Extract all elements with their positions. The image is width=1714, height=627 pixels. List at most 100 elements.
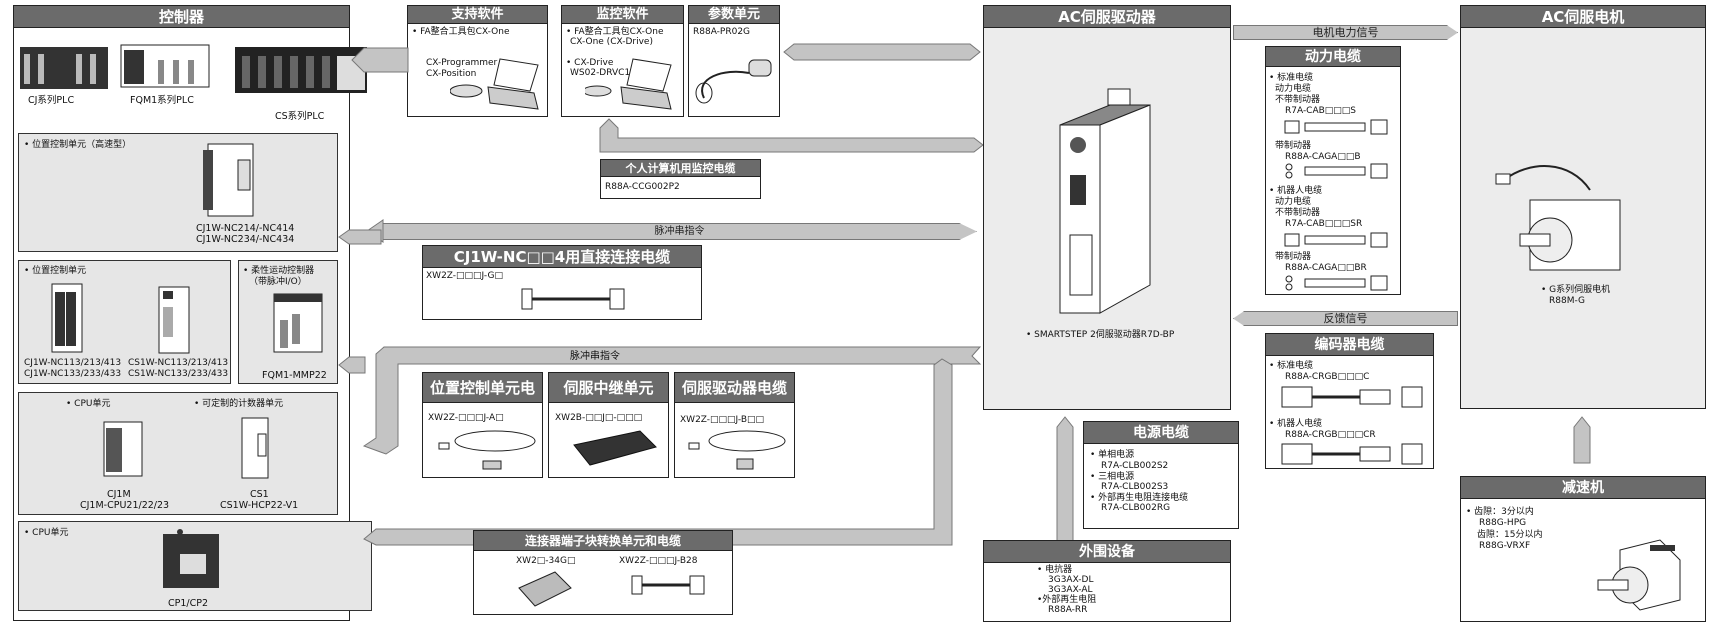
power-cable-robot-image bbox=[1284, 232, 1388, 248]
pc-cable-panel: 个人计算机用监控电缆 bbox=[600, 159, 761, 199]
cj1m-image bbox=[103, 421, 143, 477]
power-robot-6: R88A-CAGA□□BR bbox=[1285, 263, 1367, 273]
pc-cable-title: 个人计算机用监控电缆 bbox=[601, 160, 760, 177]
direct-cable-model: XW2Z-□□□J-G□ bbox=[426, 271, 503, 281]
counter-model-1: CS1 bbox=[250, 489, 269, 500]
pulse-arrow-2-label: 脉冲串指令 bbox=[570, 351, 620, 362]
cs1-counter-image bbox=[241, 417, 269, 479]
counter-model-2: CS1W-HCP22-V1 bbox=[220, 500, 299, 511]
cp-label: • CPU单元 bbox=[24, 528, 69, 538]
power-robot-5: 带制动器 bbox=[1275, 252, 1312, 262]
reducer-item-1: • 齿隙：3分以内 bbox=[1466, 507, 1534, 517]
peripheral-panel: 外围设备 bbox=[983, 540, 1231, 622]
monitor-sw-line3: • CX-Drive bbox=[566, 58, 614, 68]
monitor-software-title: 监控软件 bbox=[562, 6, 683, 24]
cpu-counter-box bbox=[18, 392, 338, 515]
power-cable-title: 动力电缆 bbox=[1266, 47, 1400, 67]
peripheral-title: 外围设备 bbox=[984, 541, 1230, 563]
flex-model: FQM1-MMP22 bbox=[262, 370, 327, 381]
pulse-arrow-2 bbox=[362, 346, 982, 455]
cpu-model-2: CJ1M-CPU21/22/23 bbox=[80, 500, 170, 511]
parameter-unit-model: R88A-PR02G bbox=[693, 27, 751, 37]
power-std-4: R7A-CAB□□□S bbox=[1285, 106, 1357, 116]
pc-cable-model: R88A-CCG002P2 bbox=[605, 182, 680, 192]
high-speed-pos-unit-box bbox=[18, 133, 338, 252]
arrow-peripheral-to-drive bbox=[1056, 416, 1074, 544]
cs1w-nc1-image bbox=[158, 286, 190, 354]
reducer-item-2: R88G-HPG bbox=[1479, 518, 1527, 528]
terminal-block-image bbox=[518, 571, 572, 607]
cp-model: CP1/CP2 bbox=[168, 598, 209, 609]
motor-power-signal-arrow: 电机电力信号 bbox=[1233, 25, 1458, 40]
laptop-cd-image bbox=[450, 58, 539, 110]
peripheral-item-5: R88A-RR bbox=[1048, 605, 1088, 615]
direct-cable-image bbox=[521, 288, 625, 310]
terminal-cable-image bbox=[631, 575, 705, 595]
support-sw-paren-1: CX-Programmer bbox=[426, 58, 498, 68]
arrow-software-to-controller bbox=[351, 47, 409, 73]
fqm1-plc-image bbox=[120, 44, 210, 88]
servo-drive-caption: • SMARTSTEP 2伺服驱动器R7D-BP bbox=[1026, 330, 1175, 340]
laptop-cd-image-2 bbox=[585, 58, 672, 110]
cj1w-nc1-image bbox=[51, 283, 83, 353]
cp1-image bbox=[163, 529, 219, 588]
arrow-pc-cable bbox=[599, 118, 984, 153]
power-robot-2: 动力电缆 bbox=[1275, 197, 1312, 207]
servo-motor-model: R88M-G bbox=[1549, 296, 1586, 306]
cj1w-nc-image bbox=[203, 143, 254, 217]
power-std-2: 动力电缆 bbox=[1275, 84, 1312, 94]
reducer-title: 减速机 bbox=[1461, 477, 1705, 499]
monitor-sw-line4: WS02-DRVC1 bbox=[570, 68, 631, 78]
servo-drive-title: AC伺服驱动器 bbox=[984, 6, 1230, 28]
fqm1-mmp22-image bbox=[273, 293, 323, 353]
cs-plc-image bbox=[235, 47, 367, 93]
servo-motor-image bbox=[1495, 165, 1621, 271]
cj-plc-caption: CJ系列PLC bbox=[28, 95, 75, 106]
supply-cable-panel: 电源电缆 bbox=[1083, 421, 1239, 529]
encoder-cable-robot-image bbox=[1281, 443, 1423, 465]
pos-cable-title: 位置控制单元电缆 bbox=[423, 373, 542, 427]
supply-item-3: • 三相电源 bbox=[1090, 472, 1135, 482]
terminal-block-title: 连接器端子块转换单元和电缆 bbox=[474, 531, 732, 551]
support-software-title: 支持软件 bbox=[408, 6, 547, 24]
servo-motor-label: • G系列伺服电机 bbox=[1541, 285, 1611, 295]
cpu-label: • CPU单元 bbox=[66, 399, 111, 409]
power-robot-4: R7A-CAB□□□SR bbox=[1285, 219, 1363, 229]
power-std-1: • 标准电缆 bbox=[1269, 73, 1314, 83]
supply-cable-title: 电源电缆 bbox=[1084, 422, 1238, 444]
high-speed-label: • 位置控制单元（高速型） bbox=[24, 140, 132, 150]
peripheral-item-3: 3G3AX-AL bbox=[1048, 585, 1093, 595]
servo-motor-title: AC伺服电机 bbox=[1461, 6, 1705, 28]
supply-item-2: R7A-CLB002S2 bbox=[1101, 461, 1169, 471]
pos-unit-label: • 位置控制单元 bbox=[24, 266, 87, 276]
parameter-unit-title: 参数单元 bbox=[689, 6, 779, 24]
support-sw-paren-2: CX-Position bbox=[426, 69, 477, 79]
flex-label: • 柔性运动控制器 bbox=[243, 266, 315, 276]
encoder-robot-label: • 机器人电缆 bbox=[1269, 419, 1323, 429]
cpu-model-1: CJ1M bbox=[107, 489, 131, 500]
cj-pos-model-2: CJ1W-NC133/233/433 bbox=[24, 369, 122, 379]
peripheral-item-4: •外部再生电阻 bbox=[1037, 595, 1097, 605]
cj-plc-image bbox=[20, 47, 108, 89]
pos-cable-model: XW2Z-□□□J-A□ bbox=[428, 413, 504, 423]
power-cable-robot-brake-image bbox=[1285, 275, 1388, 291]
pos-cable-panel: 位置控制单元电缆 bbox=[422, 372, 543, 478]
drive-cable-title: 伺服驱动器电缆 bbox=[675, 373, 794, 403]
controller-title: 控制器 bbox=[14, 6, 349, 28]
direct-cable-panel: CJ1W-NC□□4用直接连接电缆 bbox=[422, 245, 702, 320]
drive-cable-image bbox=[688, 430, 786, 470]
reducer-image bbox=[1597, 539, 1681, 611]
direct-cable-title: CJ1W-NC□□4用直接连接电缆 bbox=[423, 246, 701, 268]
monitor-sw-line2: CX-One (CX-Drive) bbox=[570, 37, 653, 47]
feedback-signal-arrow: 反馈信号 bbox=[1233, 311, 1458, 326]
cs-pos-model-1: CS1W-NC113/213/413 bbox=[128, 358, 229, 368]
power-std-3: 不带制动器 bbox=[1275, 95, 1321, 105]
terminal-block-panel: 连接器端子块转换单元和电缆 bbox=[473, 530, 733, 615]
power-cable-panel: 动力电缆 bbox=[1265, 46, 1401, 295]
servo-drive-image bbox=[1059, 88, 1151, 314]
relay-unit-image bbox=[573, 430, 657, 466]
pos-cable-image bbox=[438, 430, 536, 470]
fqm1-plc-caption: FQM1系列PLC bbox=[130, 95, 194, 106]
peripheral-item-1: • 电抗器 bbox=[1037, 565, 1073, 575]
power-robot-1: • 机器人电缆 bbox=[1269, 186, 1323, 196]
